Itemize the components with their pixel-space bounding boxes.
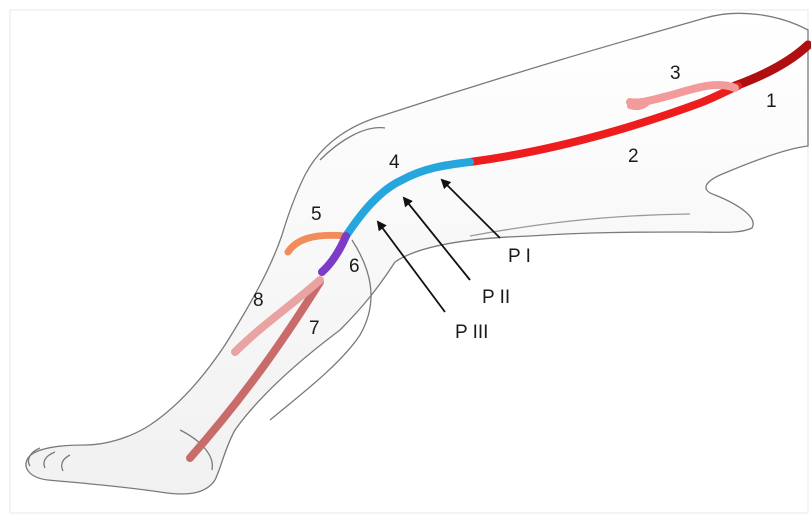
label-2: 2 [628,146,639,167]
label-6: 6 [349,256,360,277]
label-1: 1 [766,91,777,112]
p3-label: P III [455,322,488,343]
label-8: 8 [253,290,264,311]
label-4: 4 [389,152,400,173]
p1-label: P I [508,246,531,267]
label-3: 3 [670,63,681,84]
p2-label: P II [482,287,510,308]
label-5: 5 [311,204,322,225]
label-7: 7 [309,318,320,339]
